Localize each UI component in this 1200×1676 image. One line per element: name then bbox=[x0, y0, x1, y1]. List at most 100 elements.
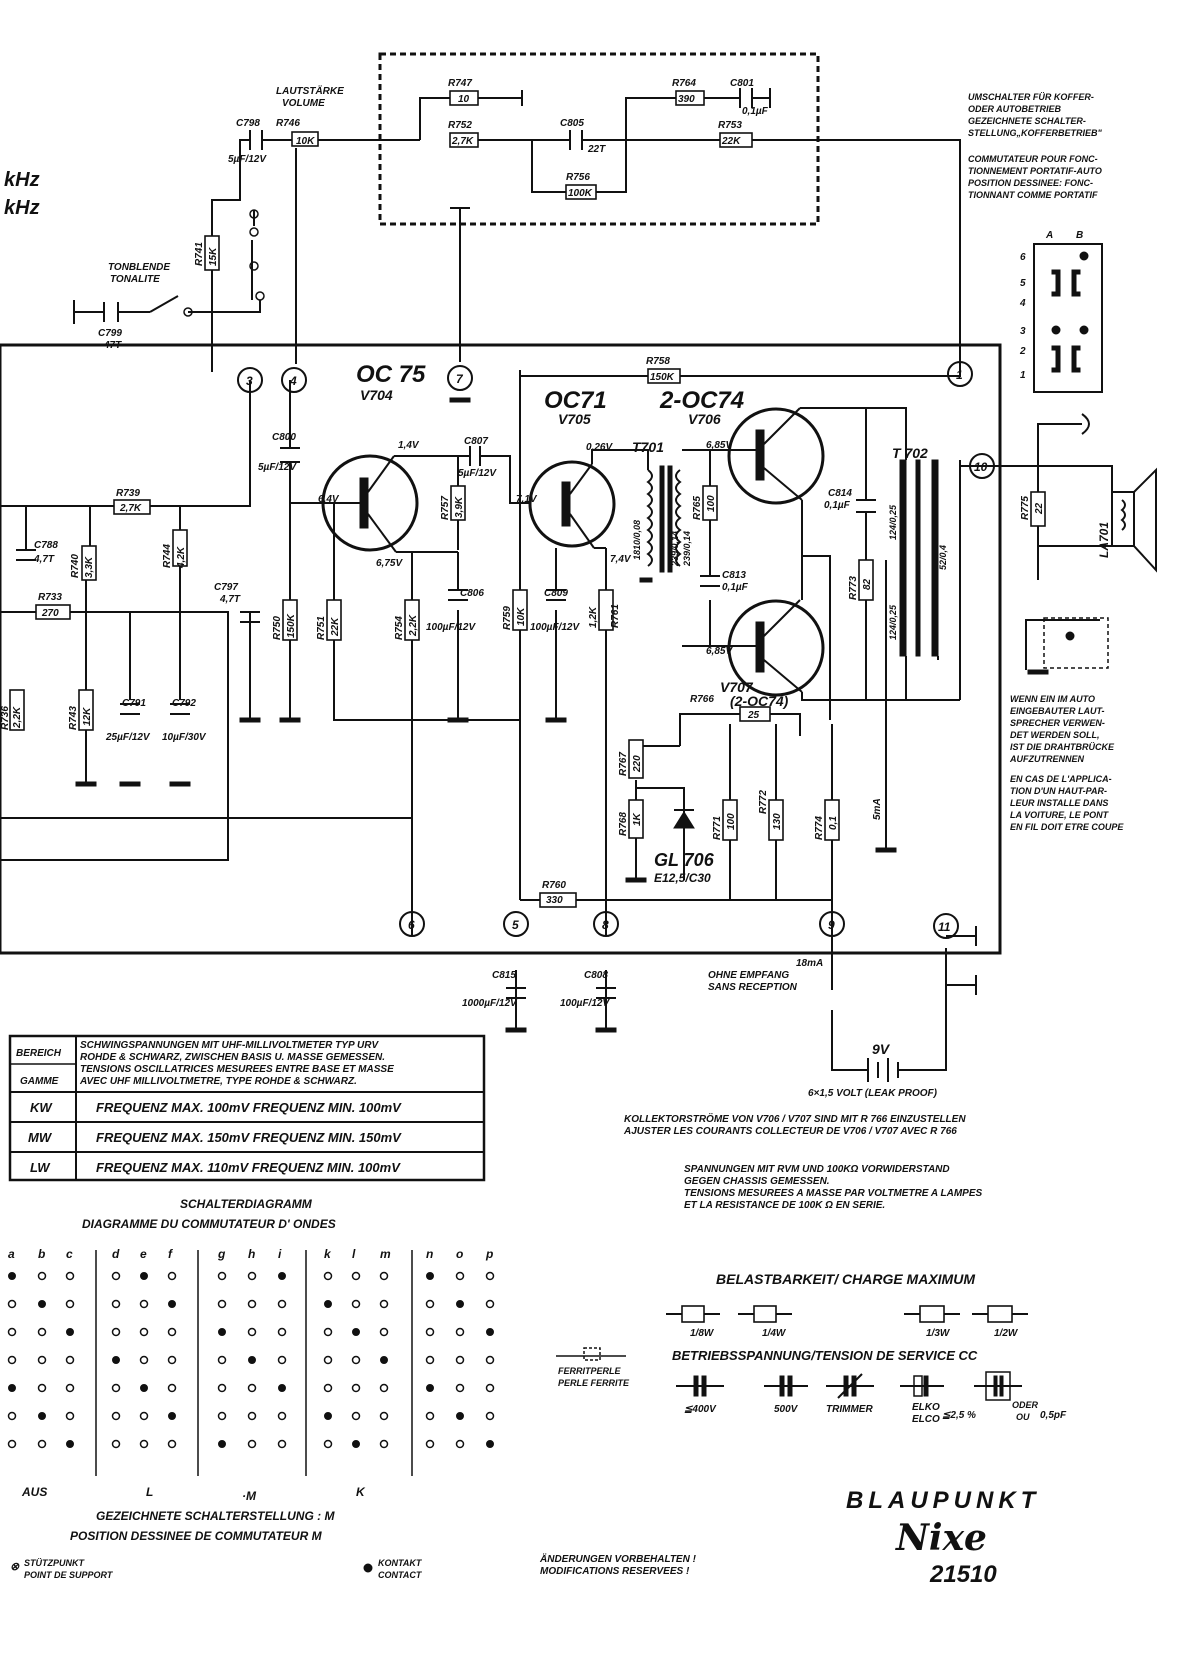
label-c798: C798 bbox=[236, 118, 260, 129]
svg-text:4: 4 bbox=[289, 374, 297, 388]
svg-text:5: 5 bbox=[512, 918, 519, 932]
switch-column-letter: n bbox=[426, 1247, 433, 1261]
svg-text:GEGEN CHASSIS GEMESSEN.: GEGEN CHASSIS GEMESSEN. bbox=[684, 1176, 830, 1187]
switch-column-letter: e bbox=[140, 1247, 147, 1261]
label-r741: R741 bbox=[194, 242, 205, 266]
node-markers: 3 4 7 1 10 6 5 8 9 11 bbox=[237, 361, 995, 939]
top-components bbox=[103, 88, 770, 322]
switch-support-point bbox=[65, 1411, 75, 1421]
switch-contact bbox=[324, 1412, 332, 1420]
switch-contact bbox=[426, 1384, 434, 1392]
label-c801: C801 bbox=[730, 78, 754, 89]
transistor-v706 bbox=[727, 407, 825, 505]
switch-support-point bbox=[351, 1411, 361, 1421]
switch-support-point bbox=[351, 1355, 361, 1365]
svg-text:500V: 500V bbox=[774, 1404, 799, 1415]
svg-text:WENN EIN IM AUTO: WENN EIN IM AUTO bbox=[1010, 694, 1095, 704]
svg-text:0,5pF: 0,5pF bbox=[1040, 1410, 1067, 1421]
value-r741: 15K bbox=[208, 247, 219, 266]
svg-text:1/2W: 1/2W bbox=[994, 1328, 1019, 1339]
switch-support-point bbox=[167, 1327, 177, 1337]
transistor-labels: OC 75 V704 OC71 V705 2-OC74 V706 V707 (2… bbox=[356, 361, 789, 709]
switch-support-point bbox=[323, 1271, 333, 1281]
svg-text:EN CAS DE L'APPLICA-: EN CAS DE L'APPLICA- bbox=[1010, 774, 1112, 784]
switch-column-letter: k bbox=[324, 1247, 332, 1261]
svg-text:C800: C800 bbox=[272, 432, 296, 443]
svg-text:GL 706: GL 706 bbox=[654, 850, 715, 870]
svg-text:R761: R761 bbox=[610, 604, 621, 628]
brand-block: BLAUPUNKT Nixe 21510 bbox=[846, 1487, 1035, 1588]
svg-text:R765: R765 bbox=[692, 496, 703, 520]
volume-label-de: LAUTSTÄRKE bbox=[276, 84, 344, 97]
svg-text:R750: R750 bbox=[272, 616, 283, 640]
svg-text:GEZEICHNETE SCHALTERSTELLUNG :: GEZEICHNETE SCHALTERSTELLUNG : M bbox=[96, 1509, 335, 1523]
svg-text:R767: R767 bbox=[618, 752, 629, 776]
svg-text:100: 100 bbox=[726, 813, 737, 830]
switch-support-point bbox=[425, 1439, 435, 1449]
svg-text:25: 25 bbox=[747, 710, 760, 721]
svg-text:LEUR INSTALLE DANS: LEUR INSTALLE DANS bbox=[1010, 798, 1108, 808]
switch-contact bbox=[168, 1300, 176, 1308]
svg-text:100: 100 bbox=[706, 495, 717, 512]
svg-text:A: A bbox=[1045, 230, 1053, 241]
top-labels: C798 5µF/12V LAUTSTÄRKE VOLUME R746 10K … bbox=[98, 78, 769, 351]
switch-contact bbox=[486, 1440, 494, 1448]
switch-support-point bbox=[217, 1355, 227, 1365]
svg-text:TENSIONS MESUREES A MASSE PAR: TENSIONS MESUREES A MASSE PAR VOLTMETRE … bbox=[684, 1188, 983, 1199]
svg-text:C791: C791 bbox=[122, 698, 146, 709]
svg-text:5mA: 5mA bbox=[872, 798, 883, 820]
switch-contact bbox=[248, 1356, 256, 1364]
tone-label-de: TONBLENDE bbox=[108, 262, 170, 273]
svg-text:C806: C806 bbox=[460, 588, 484, 599]
switch-support-point bbox=[111, 1439, 121, 1449]
svg-text:R754: R754 bbox=[394, 616, 405, 640]
switch-support-point bbox=[379, 1411, 389, 1421]
svg-text:18mA: 18mA bbox=[796, 958, 823, 969]
svg-text:5µF/12V: 5µF/12V bbox=[458, 468, 497, 479]
label-r747: R747 bbox=[448, 78, 472, 89]
switch-support-point bbox=[323, 1355, 333, 1365]
switch-contact bbox=[278, 1384, 286, 1392]
switch-support-point bbox=[485, 1383, 495, 1393]
svg-text:GAMME: GAMME bbox=[20, 1076, 59, 1087]
svg-text:100µF/12V: 100µF/12V bbox=[426, 622, 476, 633]
svg-text:IST DIE DRAHTBRÜCKE: IST DIE DRAHTBRÜCKE bbox=[1010, 742, 1115, 752]
svg-text:ET LA RESISTANCE DE 100K Ω EN: ET LA RESISTANCE DE 100K Ω EN SERIE. bbox=[684, 1200, 885, 1211]
svg-text:150K: 150K bbox=[286, 613, 297, 638]
switch-contact bbox=[456, 1300, 464, 1308]
svg-text:25µF/12V: 25µF/12V bbox=[105, 732, 151, 743]
svg-text:R766: R766 bbox=[690, 694, 714, 705]
svg-text:B: B bbox=[1076, 230, 1083, 241]
svg-text:124/0,25: 124/0,25 bbox=[888, 604, 898, 640]
svg-text:MODIFICATIONS RESERVEES !: MODIFICATIONS RESERVEES ! bbox=[540, 1566, 690, 1577]
switch-support-point bbox=[37, 1383, 47, 1393]
switch-support-point bbox=[485, 1411, 495, 1421]
board-components bbox=[9, 368, 1046, 1082]
svg-text:DET WERDEN SOLL,: DET WERDEN SOLL, bbox=[1010, 730, 1100, 740]
svg-text:AUFZUTRENNEN: AUFZUTRENNEN bbox=[1009, 754, 1084, 764]
switch-support-point bbox=[111, 1271, 121, 1281]
svg-text:FERRITPERLE: FERRITPERLE bbox=[558, 1366, 622, 1376]
switch-contact bbox=[324, 1300, 332, 1308]
svg-text:LW: LW bbox=[30, 1160, 51, 1175]
svg-text:EINGEBAUTER LAUT-: EINGEBAUTER LAUT- bbox=[1010, 706, 1105, 716]
svg-text:3,9K: 3,9K bbox=[454, 496, 465, 518]
svg-text:TIONNANT COMME PORTATIF: TIONNANT COMME PORTATIF bbox=[968, 190, 1098, 200]
switch-contact bbox=[66, 1440, 74, 1448]
svg-text:0,1: 0,1 bbox=[828, 816, 839, 830]
switch-support-point bbox=[37, 1327, 47, 1337]
switch-column-letter: g bbox=[217, 1247, 226, 1261]
svg-text:4: 4 bbox=[1019, 298, 1026, 309]
switch-support-point bbox=[167, 1439, 177, 1449]
svg-text:6: 6 bbox=[1020, 252, 1026, 263]
switch-support-point bbox=[7, 1411, 17, 1421]
svg-text:V707: V707 bbox=[720, 679, 754, 695]
switch-support-point bbox=[37, 1271, 47, 1281]
amplifier-board-outline bbox=[0, 343, 1002, 955]
switch-support-point bbox=[425, 1299, 435, 1309]
transformer-t701 bbox=[646, 465, 682, 573]
svg-text:239/0,14: 239/0,14 bbox=[682, 531, 692, 567]
switch-support-point bbox=[111, 1327, 121, 1337]
svg-text:FREQUENZ MAX. 100mV FREQUENZ: FREQUENZ MAX. 100mV FREQUENZ MIN. 100mV bbox=[96, 1100, 402, 1115]
switch-support-point bbox=[167, 1355, 177, 1365]
